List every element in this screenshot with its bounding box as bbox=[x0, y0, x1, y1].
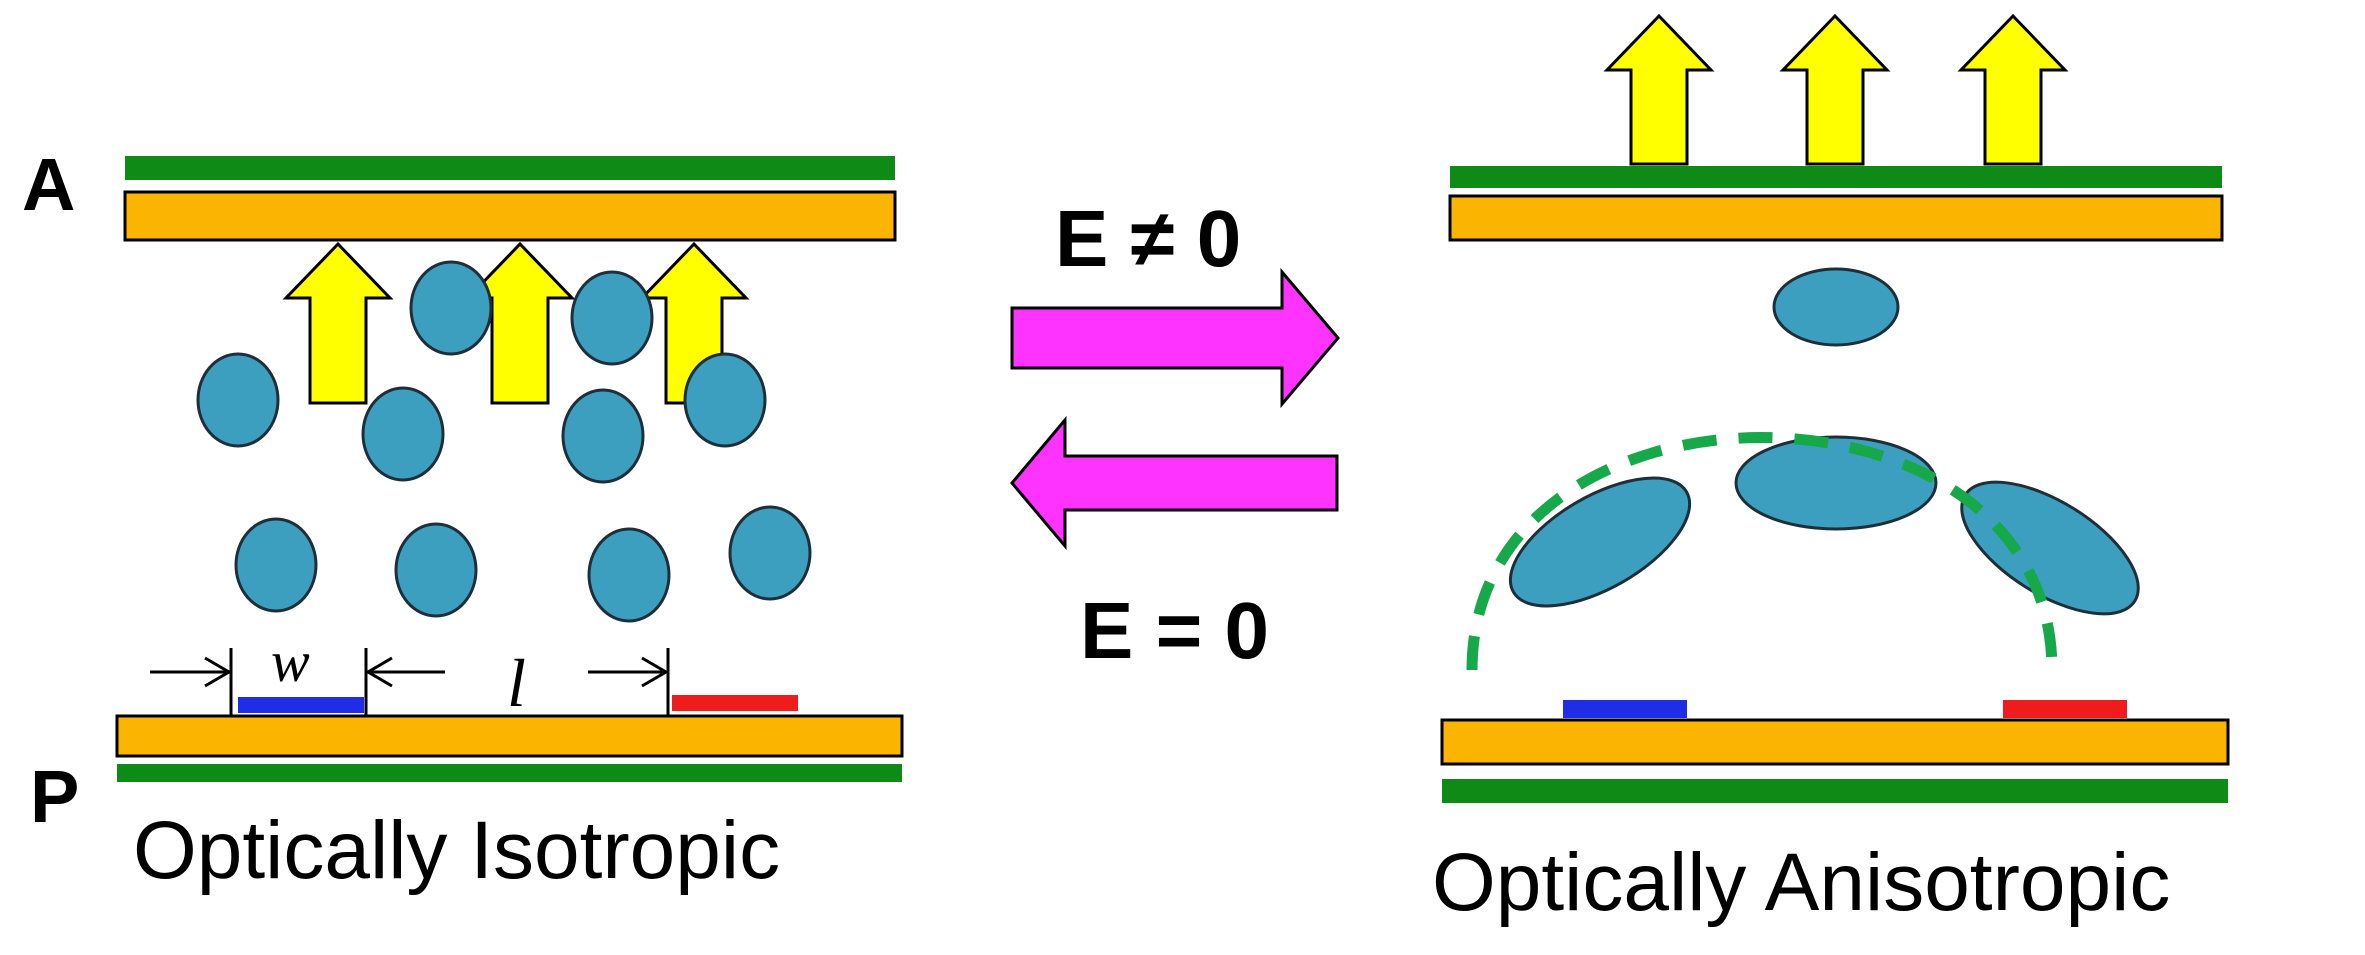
electrode-left bbox=[238, 697, 364, 713]
isotropic-panel: A w bbox=[22, 143, 904, 896]
lc-molecule bbox=[587, 527, 671, 623]
field-off-label: E = 0 bbox=[1080, 586, 1269, 675]
light-arrow bbox=[1957, 13, 2069, 166]
anisotropic-panel: Optically Anisotropic bbox=[1432, 13, 2230, 928]
gap-label: l bbox=[507, 645, 526, 721]
lc-molecule bbox=[234, 517, 318, 613]
gap-arrow-left bbox=[365, 656, 445, 688]
top-substrate bbox=[1448, 194, 2224, 242]
isotropic-molecules bbox=[196, 260, 812, 623]
lc-molecule bbox=[394, 522, 478, 618]
lc-molecule bbox=[361, 386, 445, 482]
lc-molecule bbox=[1772, 267, 1900, 347]
bottom-polarizer-film bbox=[117, 764, 902, 782]
top-substrate bbox=[123, 190, 897, 242]
lc-molecule bbox=[1960, 480, 2140, 616]
width-label: w bbox=[271, 629, 310, 694]
field-on-arrow bbox=[1010, 267, 1340, 409]
lc-molecule bbox=[409, 260, 493, 356]
anisotropic-caption: Optically Anisotropic bbox=[1432, 837, 2170, 928]
electrode-left bbox=[1563, 700, 1687, 718]
polarizer-label: P bbox=[30, 755, 79, 838]
field-on-label: E ≠ 0 bbox=[1055, 194, 1241, 283]
lc-molecule bbox=[570, 270, 654, 366]
top-polarizer-film bbox=[1450, 166, 2222, 188]
light-arrow bbox=[282, 241, 394, 405]
light-arrow bbox=[1603, 13, 1715, 166]
electric-field-line bbox=[1466, 432, 2058, 671]
transmitted-light-arrows bbox=[282, 241, 750, 405]
lc-molecule bbox=[561, 388, 645, 484]
lc-molecule bbox=[1508, 476, 1692, 608]
electrode-right bbox=[672, 695, 798, 711]
electrode-right bbox=[2003, 700, 2127, 718]
transmitted-light-arrows-right bbox=[1603, 13, 2069, 166]
aligned-molecules bbox=[1508, 435, 2140, 616]
isotropic-caption: Optically Isotropic bbox=[133, 805, 780, 896]
field-switching: E ≠ 0 E = 0 bbox=[1010, 194, 1340, 675]
lc-molecule bbox=[1734, 435, 1938, 531]
bottom-substrate bbox=[1440, 718, 2230, 766]
field-off-arrow bbox=[1010, 415, 1339, 551]
width-arrow-left bbox=[150, 656, 232, 688]
bottom-polarizer-film bbox=[1442, 779, 2228, 803]
gap-arrow-right bbox=[588, 656, 669, 688]
lc-molecule bbox=[728, 505, 812, 601]
lc-molecule bbox=[196, 352, 280, 448]
bottom-substrate bbox=[115, 714, 904, 758]
analyzer-label: A bbox=[22, 143, 75, 226]
lc-molecule bbox=[683, 352, 767, 448]
light-arrow bbox=[1779, 13, 1891, 166]
top-polarizer-film bbox=[125, 156, 895, 180]
